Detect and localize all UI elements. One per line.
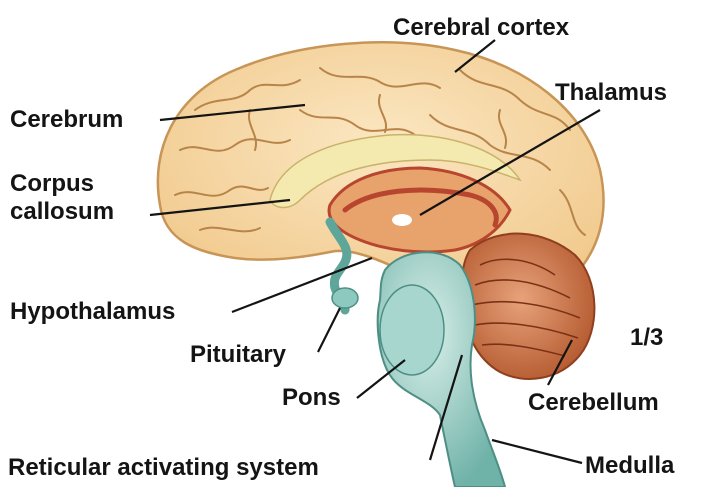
- leader-medulla: [492, 440, 582, 463]
- label-pons: Pons: [282, 385, 341, 411]
- label-cerebrum: Cerebrum: [10, 107, 123, 133]
- label-medulla: Medulla: [585, 453, 674, 479]
- label-cerebral-cortex: Cerebral cortex: [393, 15, 569, 41]
- thalamus-white-spot: [392, 214, 412, 226]
- label-hypothalamus: Hypothalamus: [10, 299, 175, 325]
- label-thalamus: Thalamus: [555, 80, 667, 106]
- label-pituitary: Pituitary: [190, 342, 286, 368]
- page-indicator: 1/3: [630, 325, 663, 351]
- pons-bulge: [380, 285, 444, 375]
- leader-pituitary: [318, 308, 340, 352]
- cerebellum-shape: [461, 234, 594, 379]
- pituitary-shape: [332, 288, 358, 308]
- label-corpus-callosum: Corpus callosum: [10, 170, 114, 226]
- label-cerebellum: Cerebellum: [528, 390, 659, 416]
- label-reticular-activating-system: Reticular activating system: [8, 455, 319, 481]
